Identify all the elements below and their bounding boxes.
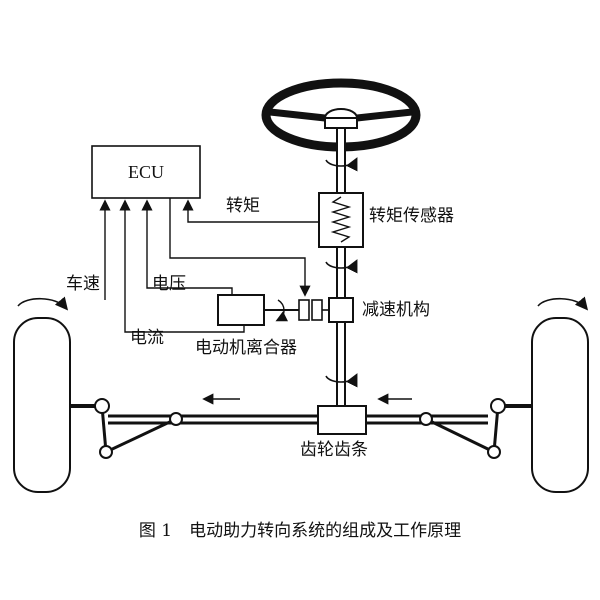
left-tie-rod — [70, 398, 183, 459]
ecu-box — [91, 145, 201, 199]
motor — [217, 294, 299, 326]
torque-sensor — [318, 192, 364, 248]
figure-caption: 图 1 电动助力转向系统的组成及工作原理 — [138, 521, 462, 541]
torque-sensor-label: 转矩传感器 — [369, 206, 454, 226]
motor-clutch-label: 电动机离合器 — [195, 338, 297, 358]
vehicle-speed-label: 车速 — [66, 274, 100, 294]
ecu-label: ECU — [128, 161, 164, 182]
left-wheel — [13, 296, 71, 493]
rack-pinion-label: 齿轮齿条 — [300, 440, 368, 460]
reduction-gear — [328, 297, 354, 323]
signal-lines — [99, 198, 319, 333]
torque-label: 转矩 — [226, 196, 260, 216]
current-label: 电流 — [130, 328, 164, 348]
voltage-label: 电压 — [152, 274, 186, 294]
right-wheel — [531, 296, 589, 493]
clutch — [298, 299, 329, 321]
reducer-label: 减速机构 — [362, 300, 430, 320]
right-tie-rod — [419, 398, 532, 459]
rotation-arrows — [325, 157, 358, 388]
